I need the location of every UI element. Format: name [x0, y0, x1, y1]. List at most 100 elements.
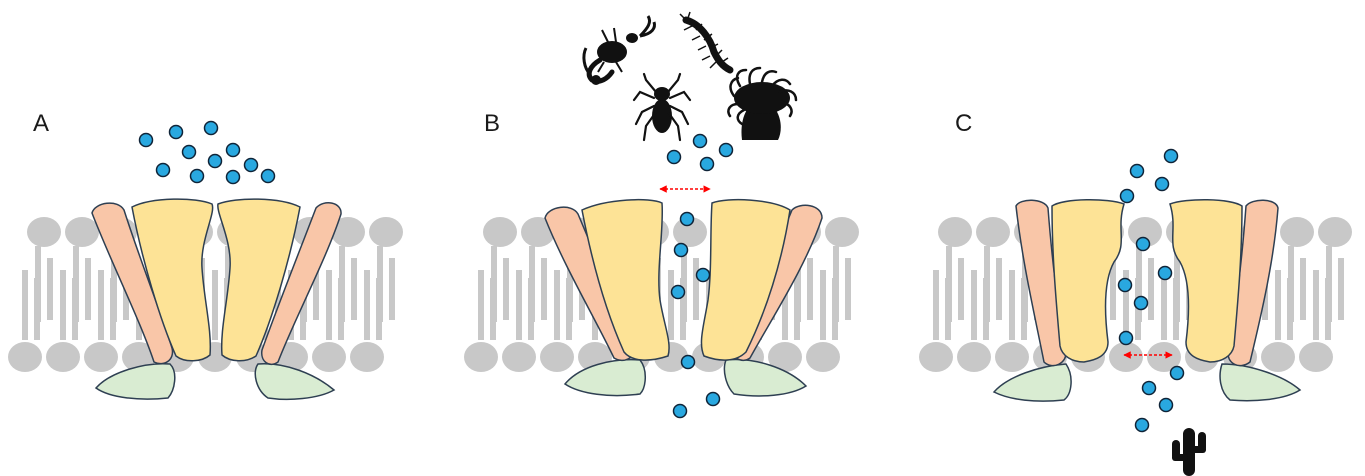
lipid-head — [1299, 342, 1333, 372]
lipid-head — [957, 342, 991, 372]
ion — [1131, 165, 1144, 178]
ion — [1121, 190, 1134, 203]
ion — [1156, 178, 1169, 191]
lipid-head — [1261, 342, 1295, 372]
lipid-tail — [490, 278, 496, 340]
lipid-tail — [541, 258, 547, 320]
lipid-tail — [212, 270, 218, 340]
ion — [682, 356, 695, 369]
ion — [157, 164, 170, 177]
ion — [140, 134, 153, 147]
ions-panel-a — [140, 122, 275, 184]
lipid-head — [806, 342, 840, 372]
lipid-tail — [1009, 270, 1015, 340]
lipid-head — [464, 342, 498, 372]
sea-anemone-icon — [728, 68, 796, 140]
lipid-tail — [364, 270, 370, 340]
lipid-tail — [945, 278, 951, 340]
lipid-head — [46, 342, 80, 372]
ion — [1171, 367, 1184, 380]
ion — [262, 170, 275, 183]
ion — [205, 122, 218, 135]
ion — [227, 144, 240, 157]
ion — [1120, 332, 1133, 345]
lipid-tail — [933, 270, 939, 340]
lipid-tail — [554, 270, 560, 340]
lipid-head — [8, 342, 42, 372]
lipid-tail — [60, 270, 66, 340]
lipid-head — [312, 342, 346, 372]
ion — [672, 286, 685, 299]
lipid-tail — [351, 258, 357, 320]
lipid-tail — [807, 258, 813, 320]
lipid-tail — [34, 278, 40, 340]
lipid-tail — [1300, 258, 1306, 320]
intracellular-domain-b-left — [565, 360, 645, 396]
lipid-head — [84, 342, 118, 372]
lipid-tail — [72, 278, 78, 340]
lipid-head — [369, 217, 403, 247]
lipid-tail — [1325, 278, 1331, 340]
ion — [697, 269, 710, 282]
lipid-tail — [1173, 278, 1179, 340]
ion — [1137, 238, 1150, 251]
lipid-head — [1318, 217, 1352, 247]
lipid-bilayer-c — [919, 217, 1352, 372]
lipid-tail — [503, 258, 509, 320]
lipid-head — [502, 342, 536, 372]
lipid-tail — [958, 258, 964, 320]
lipid-tail — [820, 270, 826, 340]
ion — [1159, 267, 1172, 280]
lipid-tail — [85, 258, 91, 320]
ion — [1135, 297, 1148, 310]
lipid-tail — [47, 258, 53, 320]
ion — [170, 126, 183, 139]
lipid-head — [938, 217, 972, 247]
intracellular-domain-c-right — [1220, 364, 1300, 401]
lipid-head — [1109, 342, 1143, 372]
ion — [694, 135, 707, 148]
lipid-tail — [845, 258, 851, 320]
lipid-head — [995, 342, 1029, 372]
lipid-tail — [794, 278, 800, 340]
lipid-tail — [1148, 258, 1154, 320]
ion — [707, 393, 720, 406]
ion — [209, 155, 222, 168]
ion — [227, 171, 240, 184]
lipid-tail — [566, 278, 572, 340]
lipid-head — [540, 342, 574, 372]
lipid-tail — [1021, 278, 1027, 340]
lipid-tail — [983, 278, 989, 340]
lipid-tail — [389, 258, 395, 320]
lipid-tail — [668, 270, 674, 340]
ion — [720, 144, 733, 157]
lipid-head — [27, 217, 61, 247]
lipid-tail — [1313, 270, 1319, 340]
lipid-head — [483, 217, 517, 247]
lipid-tail — [693, 258, 699, 320]
lipid-tail — [98, 270, 104, 340]
ion — [1136, 419, 1149, 432]
lipid-head — [976, 217, 1010, 247]
lipid-tail — [376, 278, 382, 340]
ion — [1160, 399, 1173, 412]
lipid-tail — [1338, 258, 1344, 320]
lipid-tail — [516, 270, 522, 340]
ion — [668, 151, 681, 164]
spider-icon — [634, 74, 690, 140]
centipede-icon — [680, 12, 730, 70]
lipid-tail — [22, 270, 28, 340]
lipid-head — [1280, 217, 1314, 247]
lipid-tail — [832, 278, 838, 340]
lipid-head — [919, 342, 953, 372]
lipid-tail — [326, 270, 332, 340]
lipid-head — [350, 342, 384, 372]
lipid-tail — [1287, 278, 1293, 340]
lipid-tail — [1275, 270, 1281, 340]
ion — [701, 158, 714, 171]
ion — [191, 170, 204, 183]
ion — [183, 146, 196, 159]
lipid-head — [65, 217, 99, 247]
lipid-tail — [1161, 270, 1167, 340]
lipid-tail — [528, 278, 534, 340]
